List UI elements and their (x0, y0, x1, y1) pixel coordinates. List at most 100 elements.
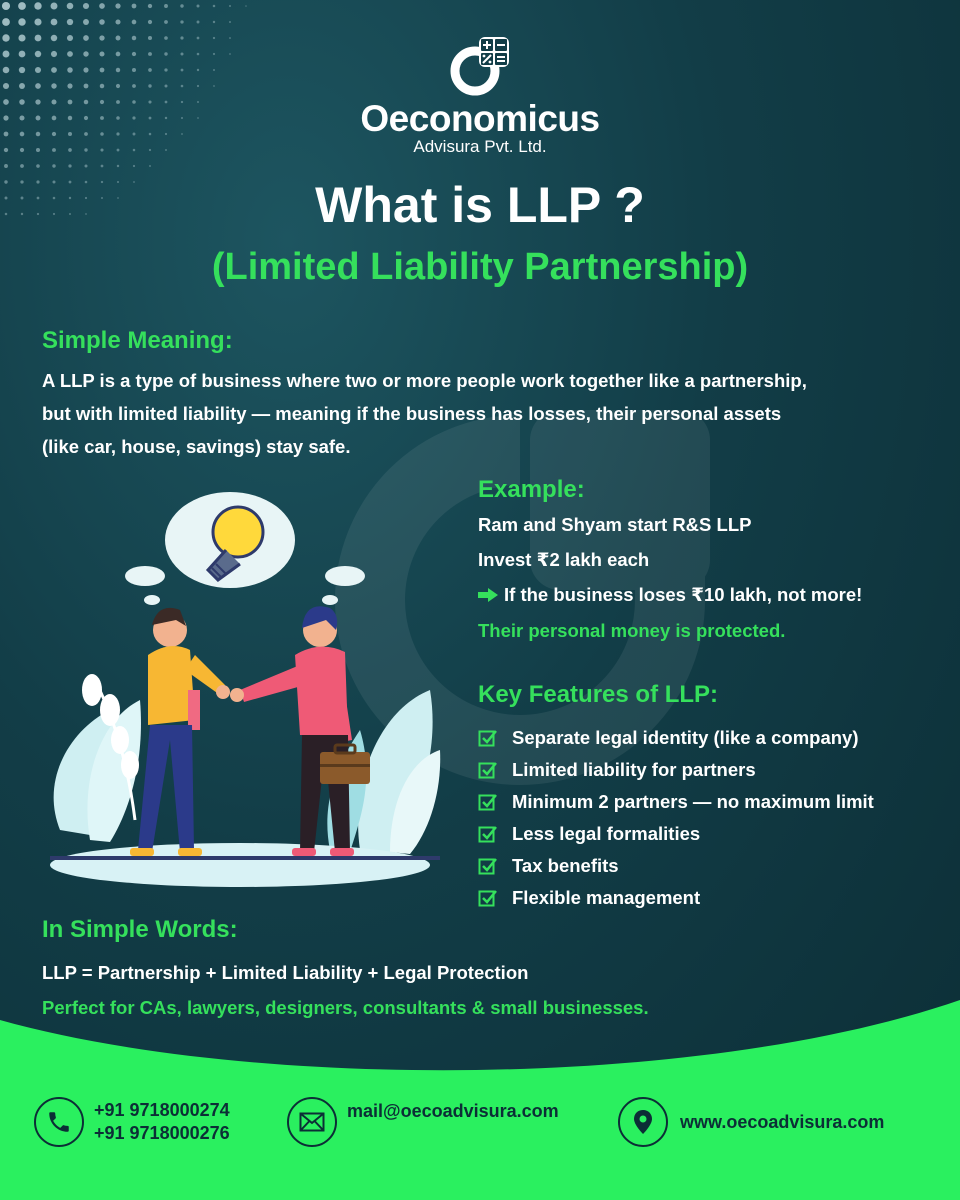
decor-dot (2, 34, 10, 42)
decor-dot (196, 84, 200, 88)
decor-dot (132, 164, 136, 168)
decor-dot (133, 181, 135, 183)
decor-dot (180, 20, 184, 24)
decor-dot (83, 99, 89, 105)
feature-item: Less legal formalities (478, 818, 874, 850)
decor-dot (50, 2, 58, 10)
feature-text: Limited liability for partners (512, 759, 756, 780)
decor-dot (50, 18, 58, 26)
decor-dot (51, 131, 57, 137)
decor-dot (164, 116, 168, 120)
decor-dot (180, 68, 184, 72)
decor-dot (115, 51, 121, 57)
decor-dot (68, 148, 72, 152)
decor-dot (117, 197, 119, 199)
decor-dot (164, 132, 168, 136)
decor-dot (51, 67, 57, 73)
decor-dot (213, 85, 215, 87)
decor-dot (20, 212, 24, 216)
decor-dot (67, 99, 73, 105)
decor-dot (3, 99, 9, 105)
location-pin-icon (618, 1097, 668, 1147)
decor-dot (51, 115, 57, 121)
decor-dot (34, 2, 42, 10)
meaning-line: A LLP is a type of business where two or… (42, 370, 807, 391)
decor-dot (84, 164, 88, 168)
decor-dot (132, 116, 136, 120)
features-list: Separate legal identity (like a company)… (478, 722, 874, 914)
checkbox-icon (478, 858, 497, 875)
decor-dot (212, 4, 216, 8)
decor-dot (18, 66, 26, 74)
decor-dot (132, 132, 136, 136)
decor-dot (132, 100, 136, 104)
decor-dot (196, 68, 200, 72)
decor-dot (36, 164, 40, 168)
checkbox-icon (478, 730, 497, 747)
example-line: Invest ₹2 lakh each (478, 549, 650, 570)
decor-dot (148, 84, 152, 88)
decor-dot (83, 67, 89, 73)
decor-dot (83, 51, 89, 57)
phone-number[interactable]: +91 9718000274 (94, 1100, 230, 1120)
decor-dot (147, 35, 153, 41)
decor-dot (147, 3, 153, 9)
decor-dot (131, 3, 137, 9)
example-line-highlight: If the business loses ₹10 lakh, not more… (478, 581, 862, 609)
decor-dot (52, 164, 56, 168)
decor-dot (131, 35, 137, 41)
decor-dot (181, 133, 183, 135)
decor-dot (83, 83, 89, 89)
decor-dot (84, 196, 88, 200)
decor-dot (116, 132, 120, 136)
decor-dot (147, 19, 153, 25)
decor-dot (50, 50, 58, 58)
decor-dot (99, 3, 105, 9)
lightbulb-icon (205, 505, 265, 582)
decor-dot (36, 180, 40, 184)
decor-dot (68, 164, 72, 168)
decor-dot (66, 18, 74, 26)
decor-dot (99, 51, 105, 57)
logo-mark-icon (450, 37, 509, 96)
phone-number[interactable]: +91 9718000276 (94, 1123, 230, 1143)
decor-dot (18, 34, 26, 42)
contact-website[interactable]: www.oecoadvisura.com (618, 1097, 884, 1147)
feature-item: Limited liability for partners (478, 754, 874, 786)
website-url[interactable]: www.oecoadvisura.com (680, 1111, 885, 1132)
decor-dot (85, 213, 87, 215)
email-address[interactable]: mail@oecoadvisura.com (347, 1100, 559, 1121)
decor-dot (196, 4, 200, 8)
decor-dot (18, 50, 26, 58)
contact-email[interactable]: mail@oecoadvisura.com (287, 1097, 559, 1147)
brand-logo: Oeconomicus Advisura Pvt. Ltd. (0, 35, 960, 157)
contact-phone[interactable]: +91 9718000274 +91 9718000276 (34, 1097, 230, 1147)
decor-dot (132, 84, 136, 88)
decor-dot (148, 132, 152, 136)
decor-dot (19, 131, 25, 137)
decor-dot (100, 164, 104, 168)
decor-dot (229, 21, 231, 23)
brand-subtitle: Advisura Pvt. Ltd. (413, 137, 547, 156)
decor-dot (67, 115, 73, 121)
decor-dot (66, 34, 74, 42)
decor-dot (148, 100, 152, 104)
feature-text: Minimum 2 partners — no maximum limit (512, 791, 874, 812)
decor-dot (99, 99, 105, 105)
decor-dot (3, 115, 9, 121)
decor-dot (115, 83, 121, 89)
decor-dot (165, 149, 167, 151)
decor-dot (34, 18, 42, 26)
meaning-heading: Simple Meaning: (42, 327, 233, 354)
decor-dot (164, 36, 168, 40)
decor-dot (115, 3, 121, 9)
decor-dot (180, 36, 184, 40)
decor-dot (19, 83, 25, 89)
decor-dot (82, 2, 90, 10)
brand-name: Oeconomicus (360, 98, 600, 139)
decor-dot (18, 18, 26, 26)
decor-dot (83, 35, 89, 41)
decor-dot (245, 5, 247, 7)
decor-dot (35, 99, 41, 105)
decor-dot (2, 50, 10, 58)
